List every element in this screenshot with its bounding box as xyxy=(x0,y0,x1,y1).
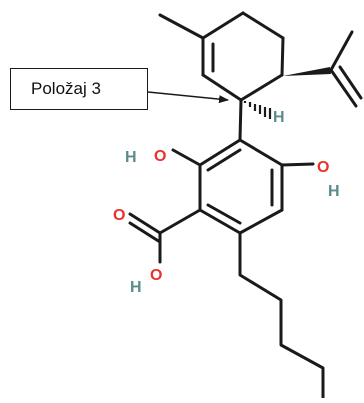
carboxyl-group xyxy=(128,208,202,264)
hydroxyl-bond-right xyxy=(280,162,315,167)
stereo-hydrogen-label: H xyxy=(273,109,285,126)
hydroxyl-oxygen-left: O xyxy=(154,148,166,165)
acid-hydrogen: H xyxy=(130,279,142,296)
cyclohexene-ring xyxy=(158,11,285,102)
isopropenyl-group xyxy=(283,30,363,108)
hydroxyl-hydrogen-right: H xyxy=(328,183,340,200)
callout-arrow xyxy=(147,91,229,104)
aromatic-ring xyxy=(198,138,284,235)
hashed-stereo-bond xyxy=(243,101,272,119)
biaryl-bond xyxy=(238,98,243,142)
pentyl-chain xyxy=(238,231,325,400)
hydroxyl-hydrogen-left: H xyxy=(125,149,137,166)
position-callout: Položaj 3 xyxy=(10,68,148,110)
carbonyl-oxygen: O xyxy=(113,207,125,224)
callout-label: Položaj 3 xyxy=(31,79,101,98)
hydroxyl-oxygen-right: O xyxy=(317,159,329,176)
hydroxyl-bond-left xyxy=(171,148,202,167)
acid-oxygen: O xyxy=(150,267,162,284)
